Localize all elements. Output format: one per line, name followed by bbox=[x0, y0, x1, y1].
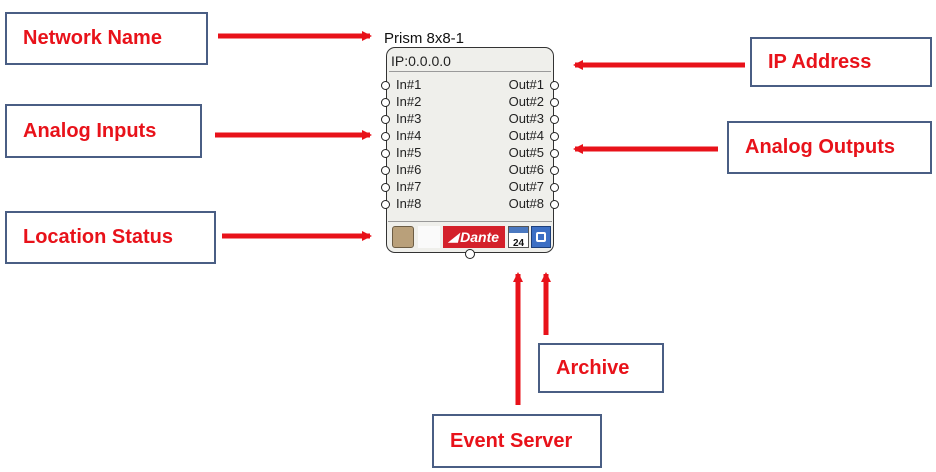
device-ip-address: IP:0.0.0.0 bbox=[391, 53, 451, 69]
analog-inputs-callout-label: Analog Inputs bbox=[23, 119, 157, 142]
input-port-4: In#4 bbox=[396, 128, 422, 143]
calendar-icon[interactable]: 24 bbox=[508, 226, 529, 249]
archive-callout-label: Archive bbox=[556, 356, 630, 379]
device-status-bar: ◢Dante 24 bbox=[388, 221, 552, 251]
archive-glyph bbox=[536, 232, 546, 242]
analog-outputs-callout-label: Analog Outputs bbox=[745, 136, 895, 158]
archive-icon[interactable] bbox=[531, 226, 551, 248]
location-status-callout-label: Location Status bbox=[23, 226, 174, 248]
input-pin-8[interactable] bbox=[381, 200, 390, 209]
output-pin-1[interactable] bbox=[550, 81, 559, 90]
input-pin-5[interactable] bbox=[381, 149, 390, 158]
dante-logo-icon[interactable]: ◢Dante bbox=[443, 226, 505, 248]
output-port-5: Out#5 bbox=[508, 145, 544, 160]
output-pin-3[interactable] bbox=[550, 115, 559, 124]
input-port-3: In#3 bbox=[396, 111, 422, 126]
analog-outputs-callout: Analog Outputs bbox=[727, 121, 932, 174]
input-port-2: In#2 bbox=[396, 94, 422, 109]
input-port-1: In#1 bbox=[396, 77, 422, 92]
input-pin-2[interactable] bbox=[381, 98, 390, 107]
calendar-day: 24 bbox=[512, 238, 525, 249]
input-port-8: In#8 bbox=[396, 196, 422, 211]
location-status-callout: Location Status bbox=[5, 211, 216, 264]
location-status-icon[interactable] bbox=[392, 226, 414, 248]
calendar-header bbox=[509, 227, 528, 233]
output-pin-6[interactable] bbox=[550, 166, 559, 175]
dante-wave-icon: ◢ bbox=[448, 230, 459, 244]
event-server-callout: Event Server bbox=[432, 414, 602, 468]
output-pin-4[interactable] bbox=[550, 132, 559, 141]
output-port-1: Out#1 bbox=[508, 77, 544, 92]
network-name-callout: Network Name bbox=[5, 12, 208, 65]
input-pin-1[interactable] bbox=[381, 81, 390, 90]
output-port-8: Out#8 bbox=[508, 196, 544, 211]
empty-status-slot bbox=[418, 226, 440, 248]
output-pin-5[interactable] bbox=[550, 149, 559, 158]
input-pin-6[interactable] bbox=[381, 166, 390, 175]
analog-inputs-callout: Analog Inputs bbox=[5, 104, 202, 158]
ip-divider bbox=[389, 71, 551, 72]
output-pin-7[interactable] bbox=[550, 183, 559, 192]
prism-device-block[interactable]: IP:0.0.0.0 In#1 In#2 In#3 In#4 In#5 In#6… bbox=[381, 47, 559, 253]
archive-callout: Archive bbox=[538, 343, 664, 393]
output-port-7: Out#7 bbox=[508, 179, 544, 194]
output-port-4: Out#4 bbox=[508, 128, 544, 143]
input-port-7: In#7 bbox=[396, 179, 422, 194]
event-server-callout-label: Event Server bbox=[450, 429, 573, 452]
input-port-5: In#5 bbox=[396, 145, 422, 160]
dante-label: Dante bbox=[460, 229, 500, 245]
output-port-6: Out#6 bbox=[508, 162, 544, 177]
output-pin-2[interactable] bbox=[550, 98, 559, 107]
ip-address-callout-label: IP Address bbox=[768, 50, 872, 73]
output-port-3: Out#3 bbox=[508, 111, 544, 126]
input-pin-7[interactable] bbox=[381, 183, 390, 192]
input-pin-4[interactable] bbox=[381, 132, 390, 141]
output-pin-8[interactable] bbox=[550, 200, 559, 209]
ip-address-callout: IP Address bbox=[750, 37, 932, 87]
input-port-6: In#6 bbox=[396, 162, 422, 177]
device-network-name: Prism 8x8-1 bbox=[384, 30, 465, 47]
output-port-2: Out#2 bbox=[508, 94, 544, 109]
input-pin-3[interactable] bbox=[381, 115, 390, 124]
network-name-callout-label: Network Name bbox=[23, 27, 162, 49]
control-pin[interactable] bbox=[465, 249, 475, 259]
